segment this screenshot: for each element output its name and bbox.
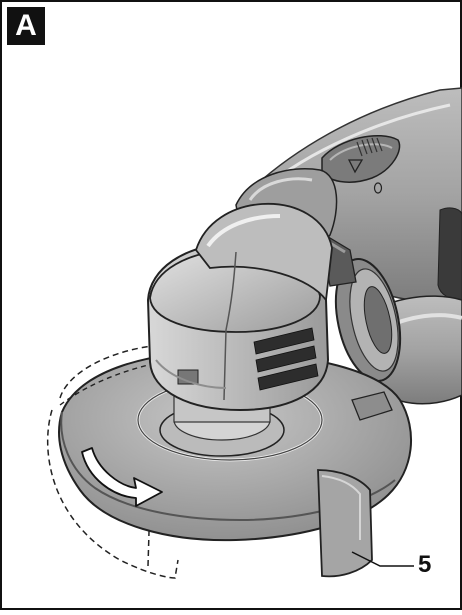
gear-head [146, 203, 333, 412]
figure-letter-badge: A [7, 7, 45, 45]
callout-label-5: 5 [418, 551, 432, 578]
callout-line-5 [351, 551, 414, 567]
spindle-lock-button [321, 134, 401, 194]
curved-arrow-icon [81, 447, 163, 507]
